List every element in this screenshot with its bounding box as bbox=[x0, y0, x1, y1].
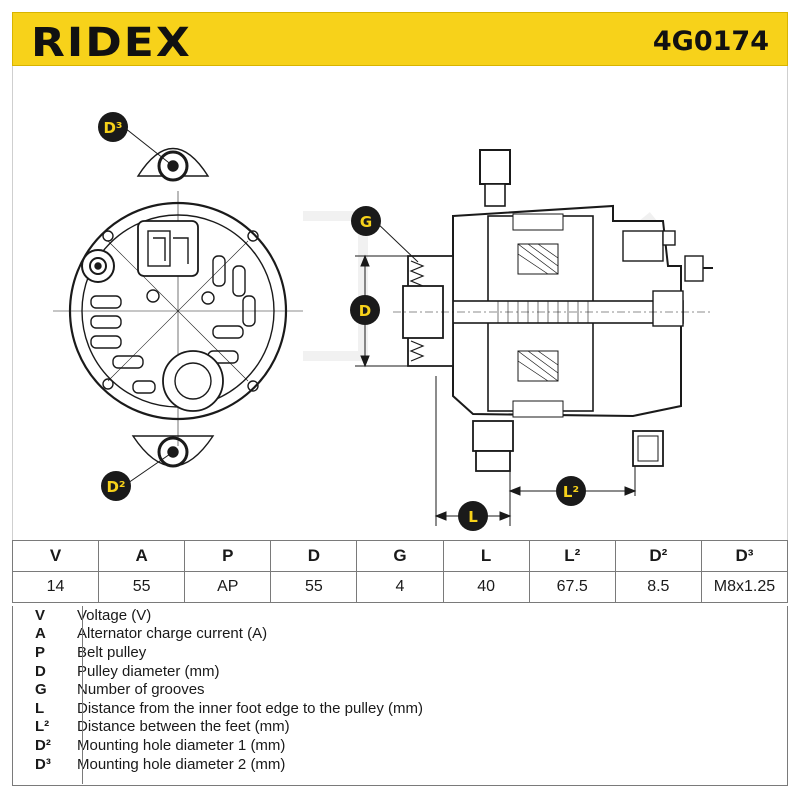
legend-divider bbox=[82, 606, 83, 784]
part-number: 4G0174 bbox=[652, 26, 769, 57]
legend-item: D² Mounting hole diameter 1 (mm) bbox=[13, 736, 787, 755]
legend-desc: Alternator charge current (A) bbox=[77, 625, 268, 643]
legend-item: G Number of grooves bbox=[13, 680, 787, 699]
spec-header-cell: G bbox=[356, 540, 444, 572]
spec-value-row: 14 55 AP 55 4 40 67.5 8.5 M8x1.25 bbox=[11, 571, 789, 603]
legend-key: A bbox=[35, 625, 46, 643]
legend-item: D³ Mounting hole diameter 2 (mm) bbox=[13, 755, 787, 774]
spec-value-cell: 40 bbox=[442, 571, 530, 603]
spec-header-cell: D bbox=[270, 540, 358, 572]
legend-item: A Alternator charge current (A) bbox=[13, 625, 787, 644]
legend-desc: Mounting hole diameter 1 (mm) bbox=[77, 736, 286, 754]
legend-desc: Pulley diameter (mm) bbox=[77, 662, 220, 680]
spec-header-row: V A P D G L L² D² D³ bbox=[11, 540, 789, 572]
alternator-front-view bbox=[53, 148, 303, 468]
d2-label: D² bbox=[106, 478, 125, 496]
legend-key: L bbox=[35, 699, 45, 717]
g-callout: G bbox=[351, 206, 381, 236]
alternator-side-view bbox=[393, 149, 713, 472]
d2-callout: D² bbox=[101, 451, 174, 501]
legend-item: D Pulley diameter (mm) bbox=[13, 662, 787, 681]
legend-key: G bbox=[35, 681, 47, 699]
legend-desc: Mounting hole diameter 2 (mm) bbox=[77, 755, 286, 773]
header-bar: RIDEX 4G0174 bbox=[12, 12, 788, 66]
alternator-drawing-svg: D³ D² bbox=[53, 112, 713, 531]
spec-value-cell: 8.5 bbox=[614, 571, 702, 603]
legend-item: L Distance from the inner foot edge to t… bbox=[13, 699, 787, 718]
d-callout: D bbox=[350, 295, 380, 325]
spec-header-cell: V bbox=[11, 540, 100, 572]
spec-header-cell: D³ bbox=[700, 540, 789, 572]
legend-key: V bbox=[35, 606, 46, 624]
l-label: L bbox=[468, 508, 478, 526]
legend-item: P Belt pulley bbox=[13, 643, 787, 662]
l2-label: L² bbox=[563, 483, 579, 501]
legend-key: D² bbox=[35, 736, 51, 754]
spec-header-cell: A bbox=[98, 540, 186, 572]
spec-header-cell: P bbox=[184, 540, 272, 572]
legend-item: V Voltage (V) bbox=[13, 606, 787, 625]
spec-value-cell: M8x1.25 bbox=[700, 571, 789, 603]
d3-callout: D³ bbox=[98, 112, 174, 167]
spec-table: V A P D G L L² D² D³ 14 55 AP 55 4 40 67… bbox=[11, 540, 789, 603]
legend-key: L² bbox=[35, 718, 50, 736]
l2-callout: L² bbox=[556, 476, 586, 506]
spec-value-cell: 55 bbox=[98, 571, 186, 603]
spec-value-cell: 4 bbox=[356, 571, 444, 603]
legend-desc: Number of grooves bbox=[77, 681, 205, 699]
spec-value-cell: 55 bbox=[270, 571, 358, 603]
legend-desc: Distance between the feet (mm) bbox=[77, 718, 290, 736]
spec-header-cell: L² bbox=[528, 540, 616, 572]
technical-drawing: D³ D² bbox=[12, 66, 788, 540]
brand-logo: RIDEX bbox=[31, 19, 192, 66]
spec-header-cell: L bbox=[442, 540, 530, 572]
legend-desc: Belt pulley bbox=[77, 643, 147, 661]
legend-key: D bbox=[35, 662, 46, 680]
legend-desc: Voltage (V) bbox=[77, 606, 152, 624]
spec-value-cell: AP bbox=[184, 571, 272, 603]
legend-item: L² Distance between the feet (mm) bbox=[13, 718, 787, 737]
spec-value-cell: 14 bbox=[11, 571, 100, 603]
legend-desc: Distance from the inner foot edge to the… bbox=[77, 699, 423, 717]
l-callout: L bbox=[458, 501, 488, 531]
legend-key: P bbox=[35, 643, 46, 661]
spec-value-cell: 67.5 bbox=[528, 571, 616, 603]
spec-header-cell: D² bbox=[614, 540, 702, 572]
g-label: G bbox=[360, 213, 372, 231]
d3-label: D³ bbox=[103, 119, 122, 137]
legend-list: V Voltage (V) A Alternator charge curren… bbox=[12, 606, 788, 786]
legend-key: D³ bbox=[35, 755, 51, 773]
d-label: D bbox=[359, 302, 371, 320]
